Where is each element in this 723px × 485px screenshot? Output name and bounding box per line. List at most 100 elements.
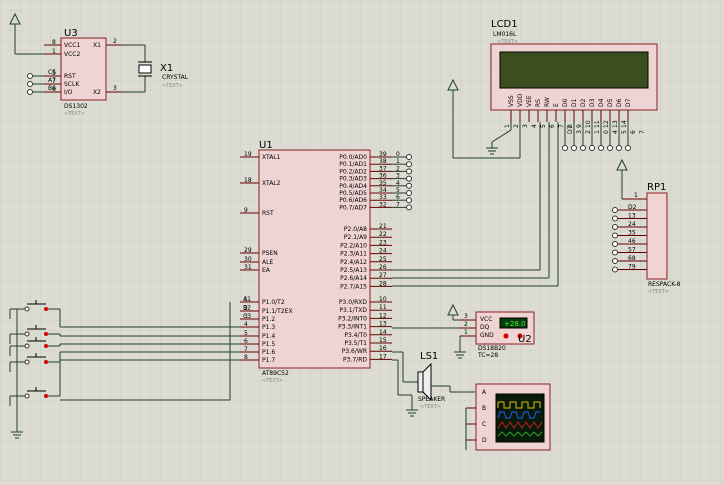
- rp1-terminal[interactable]: [612, 224, 618, 230]
- lcd1-bus-terminal[interactable]: [562, 145, 568, 151]
- u2-pin-num: 3: [464, 313, 468, 320]
- u1-pin-num: 10: [379, 296, 387, 303]
- lcd1-bus-terminal[interactable]: [598, 145, 604, 151]
- u1-pin-num: 32: [379, 201, 387, 208]
- lcd1-bus-terminal[interactable]: [571, 145, 577, 151]
- u1-pin-name: P0.7/AD7: [339, 204, 367, 211]
- lcd1-bus-label: 2: [585, 130, 592, 134]
- x1-text: <TEXT>: [162, 83, 183, 89]
- probe-terminal[interactable]: [27, 81, 33, 87]
- rp1-terminal[interactable]: [612, 266, 618, 273]
- u3-pin-num: 1: [52, 48, 56, 55]
- u1-net-label: C3: [243, 313, 251, 320]
- u1-p0-terminal[interactable]: [406, 204, 412, 211]
- scope-trace-c: [497, 421, 543, 429]
- u1-p0-terminal[interactable]: [406, 154, 412, 160]
- rp1-net-label: 35: [628, 230, 636, 237]
- u1-pin-num: 28: [379, 280, 387, 287]
- rp1-net-label: 46: [628, 238, 636, 245]
- lcd1-pin-num: 2: [513, 124, 520, 128]
- u1-pin-num: 35: [379, 180, 387, 187]
- u1-pin-num: 2: [244, 305, 248, 312]
- lcd1-bus-terminal[interactable]: [607, 145, 613, 151]
- u1-pin-name: P2.4/A12: [340, 259, 367, 266]
- rp1-body: [646, 192, 668, 280]
- ls1-speaker[interactable]: LS1 SPEAKER <TEXT>: [398, 351, 475, 417]
- rp1-terminal[interactable]: [612, 241, 618, 247]
- u1-pin-name: P0.6/AD6: [339, 197, 367, 204]
- u1-pin-num: 19: [244, 151, 252, 158]
- u2-up-button[interactable]: [517, 333, 523, 339]
- rp1-net-label: 79: [628, 264, 636, 271]
- u1-p0-terminal[interactable]: [406, 182, 412, 189]
- lcd1-pin-name: D4: [598, 98, 605, 107]
- u3-pin-name: RST: [64, 73, 76, 80]
- u3-pin-name: X1: [93, 42, 101, 49]
- rp1-terminal[interactable]: [612, 249, 618, 256]
- lcd1-bus-terminal[interactable]: [616, 145, 622, 151]
- lcd1-pin-name: D2: [580, 98, 587, 107]
- u1-pin-num: 9: [244, 207, 248, 214]
- x1-part: CRYSTAL: [162, 74, 189, 81]
- u3-pin-name: X2: [93, 89, 101, 96]
- u1-pin-num: 15: [379, 337, 387, 344]
- u1-pin-name: P1.3: [262, 324, 275, 331]
- u1-part: AT89C52: [262, 370, 289, 377]
- u2-part: DS18B20: [478, 345, 506, 352]
- u2-ds18b20[interactable]: 3 2 1 VCC DQ GND +28.0 U2 DS18B20 TC=28: [447, 303, 535, 359]
- u1-p0-terminal[interactable]: [406, 161, 412, 168]
- lcd1-bus-label: 3: [576, 130, 583, 134]
- u3-ds1302[interactable]: U3 8 1 5 7 6 VCC1 VCC2 RST SCLK I/O X1 X…: [27, 28, 123, 117]
- ls1-body: [417, 371, 424, 393]
- u1-text: <TEXT>: [262, 378, 283, 384]
- lcd1-bus-label: 7: [639, 130, 646, 134]
- u1-pin-num: 31: [244, 264, 252, 271]
- u1-wiring: [392, 269, 558, 395]
- rp1-terminal[interactable]: [612, 207, 618, 213]
- rp1-net-label: 68: [628, 255, 636, 262]
- power-terminal[interactable]: [9, 12, 44, 55]
- scope-channel-label: A: [482, 389, 487, 396]
- lcd1-lm016l[interactable]: LCD1 LM016L <TEXT> VSS1VDD2VEE3RS4RW5E6D…: [490, 19, 658, 151]
- button-array[interactable]: [9, 300, 240, 439]
- scope-channel-label: D: [482, 437, 487, 444]
- button-contact: [24, 343, 30, 349]
- u1-p0-terminal[interactable]: [406, 168, 412, 175]
- u1-net-label: B2: [243, 305, 251, 312]
- lcd1-bus-terminal[interactable]: [625, 145, 631, 151]
- lcd1-pin-name: D5: [607, 98, 614, 107]
- lcd1-pin-name: E: [553, 103, 560, 107]
- lcd1-bus-terminal[interactable]: [580, 145, 586, 151]
- u2-down-button[interactable]: [503, 333, 509, 339]
- rp1-terminal[interactable]: [612, 258, 618, 264]
- scope-channel-label: C: [482, 421, 486, 428]
- u3-part: DS1302: [64, 103, 88, 110]
- rp1-net-label: 24: [628, 221, 636, 228]
- u1-p0-terminal[interactable]: [406, 190, 412, 196]
- lcd1-bus-terminal[interactable]: [589, 145, 595, 151]
- rp1-net-label: 57: [628, 247, 636, 254]
- u1-p0-terminal[interactable]: [406, 175, 412, 182]
- u1-pin-num: 13: [379, 321, 387, 328]
- lcd1-pin-num: 1: [504, 124, 511, 128]
- u1-pin-name: P0.0/AD0: [339, 154, 367, 161]
- probe-terminal[interactable]: [27, 73, 33, 79]
- u1-p0-terminal[interactable]: [406, 197, 412, 204]
- rp1-terminal[interactable]: [612, 232, 618, 239]
- ls1-ref: LS1: [420, 351, 438, 362]
- probe-terminal[interactable]: [27, 89, 33, 95]
- lcd1-pin-num: 8: [567, 124, 574, 128]
- lcd1-pin-name: D3: [589, 98, 596, 107]
- u1-pin-num: 29: [244, 247, 252, 254]
- u1-pin-name: P3.6/WR: [342, 348, 367, 355]
- lcd1-bus-label: 6: [630, 130, 637, 134]
- x1-crystal[interactable]: X1 CRYSTAL <TEXT>: [122, 44, 189, 93]
- rp1-terminal[interactable]: [612, 215, 618, 222]
- u1-pin-name: P1.2: [262, 316, 275, 323]
- u1-pin-name: P0.4/AD4: [339, 183, 367, 190]
- u1-pin-name: P3.5/T1: [344, 340, 367, 347]
